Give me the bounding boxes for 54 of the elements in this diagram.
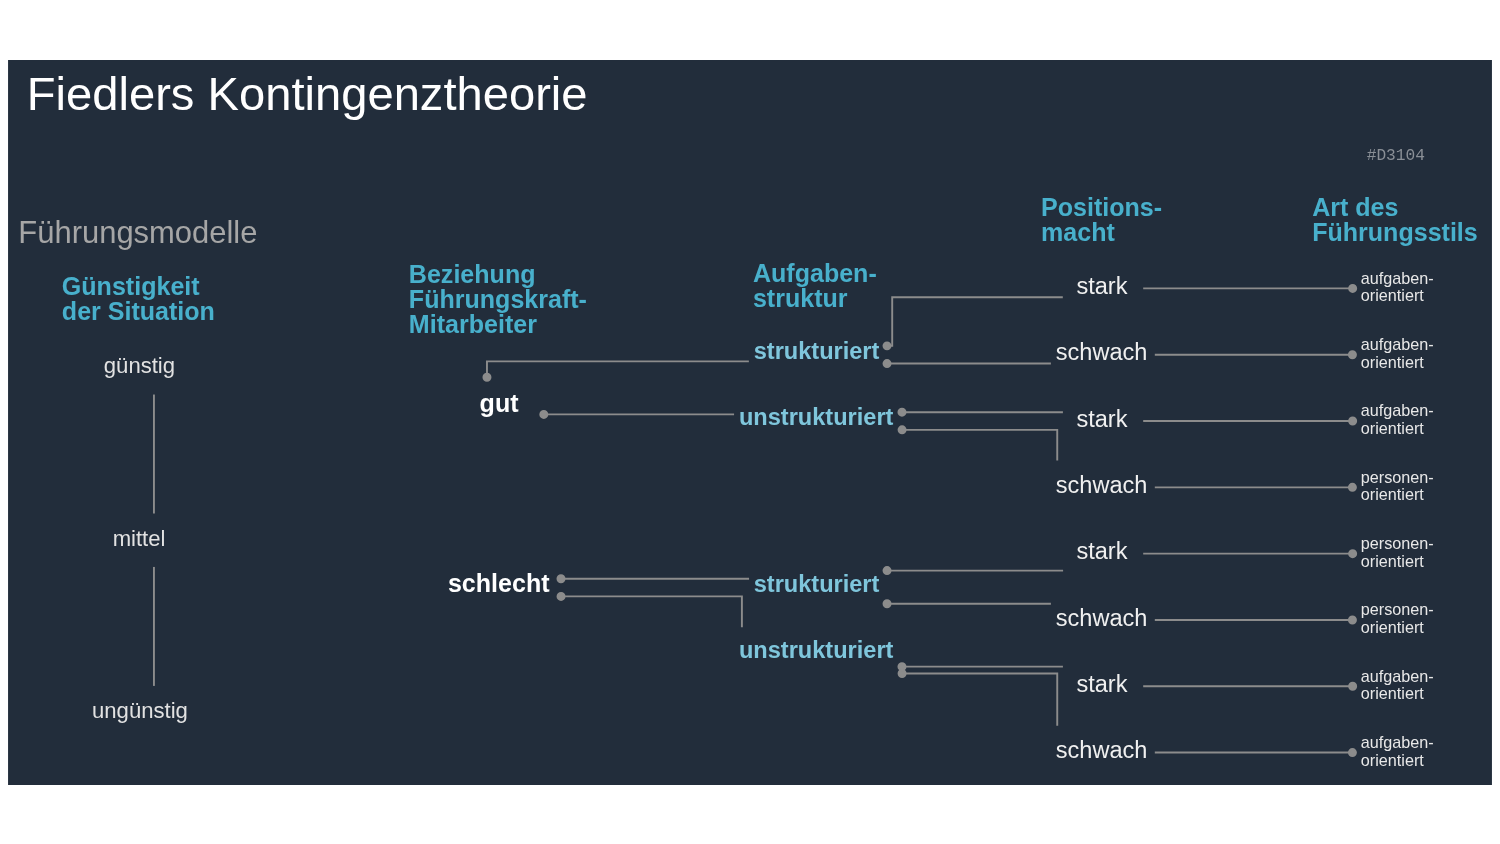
node-text: schwach [1055, 338, 1148, 365]
connector [882, 598, 1052, 608]
node-text: personen- orientiert [1360, 467, 1434, 503]
connector [1153, 747, 1357, 757]
node-text: stark [1076, 405, 1128, 432]
node-text: strukturiert [753, 570, 880, 597]
label: Führungsmodelle [18, 214, 258, 250]
node-text: stark [1076, 272, 1128, 299]
connector [1153, 614, 1357, 624]
node-text: aufgaben- orientiert [1360, 334, 1434, 371]
connector [882, 358, 1052, 368]
connector [1142, 548, 1358, 558]
connector [897, 407, 1064, 417]
node-text: gut [479, 388, 519, 417]
connector [1153, 482, 1357, 492]
connector [1153, 349, 1357, 359]
node-text: mittel [112, 525, 166, 551]
node-text: aufgaben- orientiert [1360, 666, 1434, 702]
node-text: personen- orientiert [1360, 599, 1434, 636]
node-text: personen- orientiert [1360, 533, 1434, 570]
connector [482, 359, 750, 382]
label: Beziehung Führungskraft- Mitarbeiter [408, 259, 587, 338]
node-text: stark [1076, 537, 1128, 564]
label: #D3104 [1366, 146, 1425, 165]
connector [539, 409, 736, 419]
connector [897, 668, 1059, 727]
node-text: unstrukturiert [738, 636, 894, 663]
connector [556, 573, 751, 583]
node-text: schwach [1055, 471, 1148, 498]
label: Art des Führungsstils [1312, 192, 1478, 246]
label: Aufgaben- struktur [752, 258, 877, 312]
node-text: ungünstig [92, 697, 188, 723]
node-text: aufgaben- orientiert [1360, 400, 1434, 437]
node-text: schwach [1055, 736, 1148, 763]
node-text: unstrukturiert [738, 403, 894, 430]
label: Günstigkeit der Situation [61, 271, 215, 325]
connector [556, 591, 743, 628]
connector [1142, 681, 1358, 691]
node-text: strukturiert [753, 337, 880, 364]
connector [1142, 283, 1358, 293]
connector [153, 393, 155, 514]
connector [882, 565, 1065, 575]
connector [153, 565, 155, 687]
node-text: schwach [1055, 604, 1148, 631]
node-text: schlecht [447, 568, 550, 597]
diagram-title: Fiedlers Kontingenztheorie [26, 66, 588, 120]
connector [882, 295, 1064, 350]
connector [1142, 416, 1358, 425]
connector [897, 424, 1059, 462]
node-text: günstig [103, 352, 176, 378]
node-text: aufgaben- orientiert [1360, 268, 1434, 304]
node-text: stark [1076, 670, 1128, 697]
label: Positions- macht [1041, 192, 1163, 246]
node-text: aufgaben- orientiert [1360, 732, 1434, 769]
